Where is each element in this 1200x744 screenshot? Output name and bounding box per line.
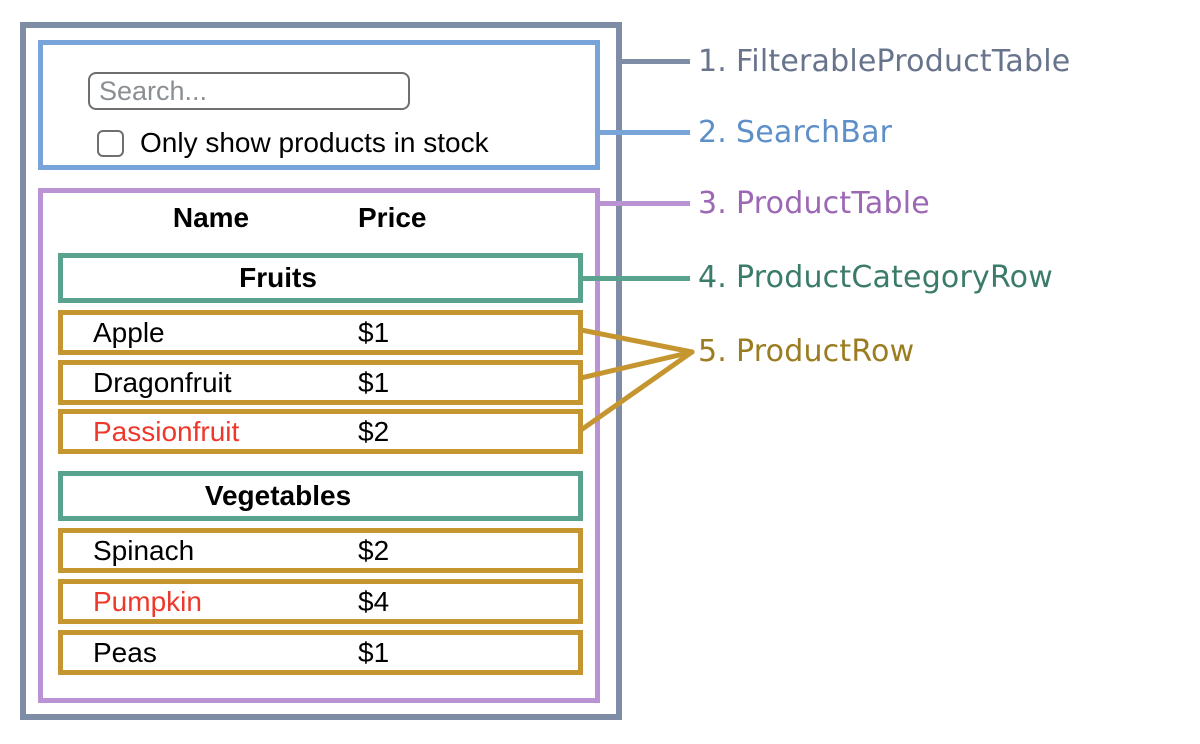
legend-text: ProductCategoryRow (736, 260, 1053, 295)
legend-text: FilterableProductTable (736, 44, 1071, 79)
product-row: Dragonfruit $1 (58, 360, 583, 405)
product-row: Pumpkin $4 (58, 579, 583, 624)
filterable-product-table-box: Only show products in stock Name Price F… (20, 22, 622, 720)
product-row: Spinach $2 (58, 528, 583, 573)
legend-text: SearchBar (736, 115, 893, 150)
search-input[interactable] (88, 72, 410, 110)
legend-item-product-category-row: 4.ProductCategoryRow (698, 260, 1053, 296)
product-table-box: Name Price Fruits Apple $1 Dragonfruit $… (38, 188, 600, 703)
product-name-out-of-stock: Pumpkin (93, 586, 202, 617)
product-name: Dragonfruit (93, 367, 232, 398)
legend-item-product-table: 3.ProductTable (698, 186, 930, 222)
product-price: $1 (358, 317, 390, 348)
product-price: $4 (358, 586, 390, 617)
legend-item-filterable-product-table: 1.FilterableProductTable (698, 44, 1070, 80)
connector-line-product-category-row (581, 276, 690, 281)
category-label: Vegetables (204, 480, 352, 511)
connector-line-filterable-product-table (618, 59, 690, 64)
legend-item-search-bar: 2.SearchBar (698, 115, 892, 151)
connector-line-search-bar (600, 130, 690, 135)
product-price: $1 (358, 637, 390, 668)
legend-number: 2. (698, 115, 728, 150)
connector-fan-product-rows (581, 327, 695, 433)
stock-filter-row: Only show products in stock (97, 129, 489, 157)
legend-number: 4. (698, 260, 728, 295)
category-row-fruits: Fruits (58, 253, 583, 303)
legend-number: 1. (698, 44, 728, 79)
product-name: Peas (93, 637, 157, 668)
column-header-name: Name (172, 202, 250, 233)
category-label: Fruits (239, 262, 317, 293)
legend-number: 5. (698, 334, 728, 369)
in-stock-checkbox-label: Only show products in stock (140, 127, 489, 158)
category-row-vegetables: Vegetables (58, 471, 583, 521)
connector-line-product-table (600, 201, 690, 206)
product-name-out-of-stock: Passionfruit (93, 416, 240, 447)
product-row: Passionfruit $2 (58, 409, 583, 454)
legend-text: ProductRow (736, 334, 915, 369)
search-bar-box: Only show products in stock (38, 40, 600, 170)
product-name: Apple (93, 317, 165, 348)
product-row: Apple $1 (58, 310, 583, 355)
product-name: Spinach (93, 535, 195, 566)
in-stock-checkbox[interactable] (97, 129, 124, 157)
product-price: $2 (358, 535, 390, 566)
product-price: $2 (358, 416, 390, 447)
legend-text: ProductTable (736, 186, 930, 221)
product-row: Peas $1 (58, 630, 583, 675)
column-header-price: Price (358, 202, 427, 233)
legend-number: 3. (698, 186, 728, 221)
product-price: $1 (358, 367, 390, 398)
legend-item-product-row: 5.ProductRow (698, 334, 914, 370)
